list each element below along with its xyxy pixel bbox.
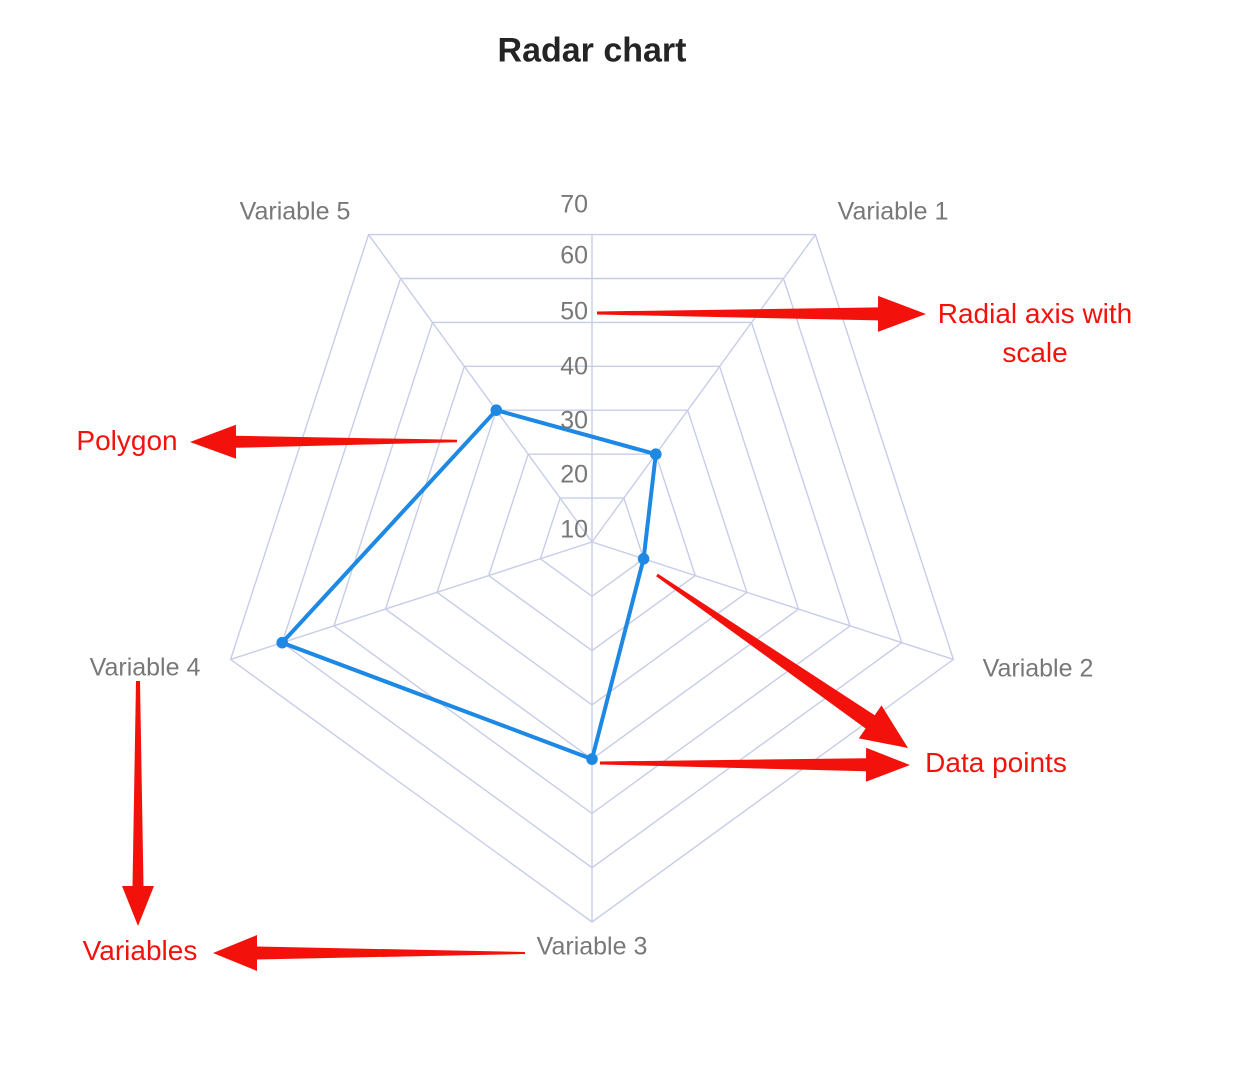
axis-label-variable-1: Variable 1 [837,197,949,226]
grid-ring-60 [281,277,903,869]
axis-label-variable-5: Variable 5 [239,197,351,226]
arrow-radial-axis [597,295,926,332]
tick-label-60: 60 [560,241,588,270]
annotation-variables-label: Variables [82,935,198,966]
data-point-variable-2 [637,553,650,565]
tick-label-30: 30 [560,406,588,435]
spoke-variable-5 [368,234,593,543]
grid-ring-70 [229,233,955,923]
axis-label-variable-4: Variable 4 [89,653,201,682]
spoke-variable-2 [591,541,954,661]
spoke-variable-4 [230,541,593,661]
arrow-variables-horizontal [213,935,525,971]
grid-ring-40 [384,365,800,760]
tick-label-20: 20 [560,460,588,489]
tick-label-50: 50 [560,297,588,326]
data-point-variable-3 [586,753,598,765]
spoke-variable-1 [591,234,816,543]
annotation-polygon-label: Polygon [76,425,178,456]
page-title: Radar chart [497,31,687,70]
annotation-radial-axis-label: Radial axis with scale [937,297,1133,368]
tick-label-10: 10 [560,515,588,544]
arrow-variables-vertical [122,681,154,926]
grid-ring-10 [539,497,645,598]
tick-label-70: 70 [560,190,588,219]
grid-ring-20 [487,453,697,652]
data-point-variable-1 [650,448,662,461]
grid-ring-50 [333,321,851,815]
arrow-polygon [190,424,457,459]
data-point-variable-5 [490,404,503,417]
axis-label-variable-2: Variable 2 [982,654,1094,683]
axis-label-variable-3: Variable 3 [536,932,648,961]
arrow-data-points-horizontal [600,747,910,782]
arrow-data-points-diagonal [656,573,908,748]
data-polygon [280,408,658,762]
annotation-data-points-label: Data points [925,747,1067,778]
tick-label-40: 40 [560,352,588,381]
data-point-variable-4 [276,636,289,649]
grid-ring-30 [436,409,748,706]
